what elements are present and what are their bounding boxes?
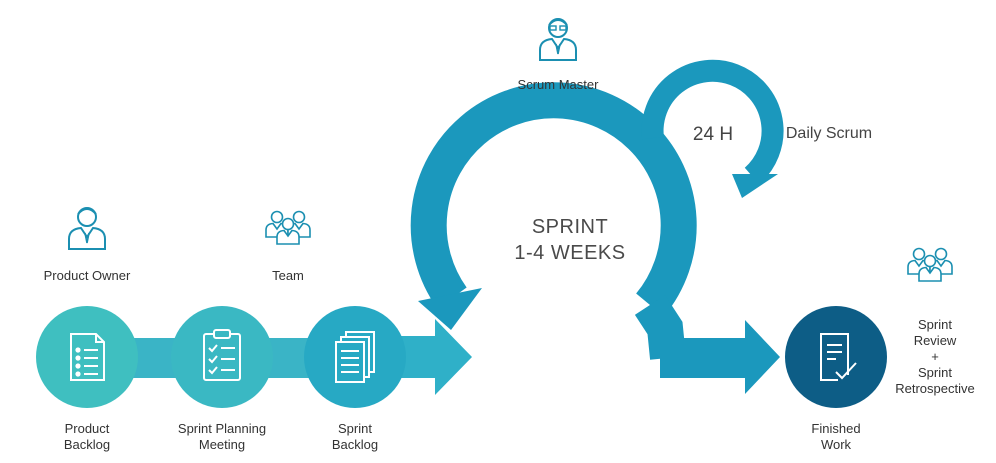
review-team-icon [908,249,952,282]
arrow-to-finished [660,320,780,394]
sprint-duration: 1-4 WEEKS [514,242,626,264]
daily-scrum-arc [641,59,784,185]
product-backlog-label: Product Backlog [63,421,111,452]
product-owner-label: Product Owner [43,268,131,283]
sprint-title: SPRINT [531,216,609,238]
sprint-backlog-label: Sprint Backlog [331,421,379,452]
finished-work-circle [785,306,887,408]
sprint-arrowhead [418,288,482,330]
checklist-icon [203,329,241,381]
scrum-master-icon [539,18,577,61]
daily-duration: 24 H [692,124,734,145]
product-owner-icon [68,207,106,250]
connector-bar [130,338,178,378]
review-retrospective-label: Sprint Review + Sprint Retrospective [895,317,975,396]
sprint-planning-label: Sprint Planning Meeting [177,421,267,452]
finished-work-label: Finished Work [811,421,861,452]
documents-stack-icon [335,331,375,383]
team-label: Team [272,268,304,283]
sprint-cycle-arc [410,82,697,317]
document-list-icon [70,333,105,381]
team-icon [266,212,310,245]
daily-scrum-label: Daily Scrum [785,125,873,142]
sprint-planning-circle [171,306,273,408]
finished-work-icon [820,333,857,381]
arrow-into-sprint [400,319,472,395]
scrum-master-label: Scrum Master [517,77,599,92]
daily-scrum-arrowhead [732,174,778,198]
